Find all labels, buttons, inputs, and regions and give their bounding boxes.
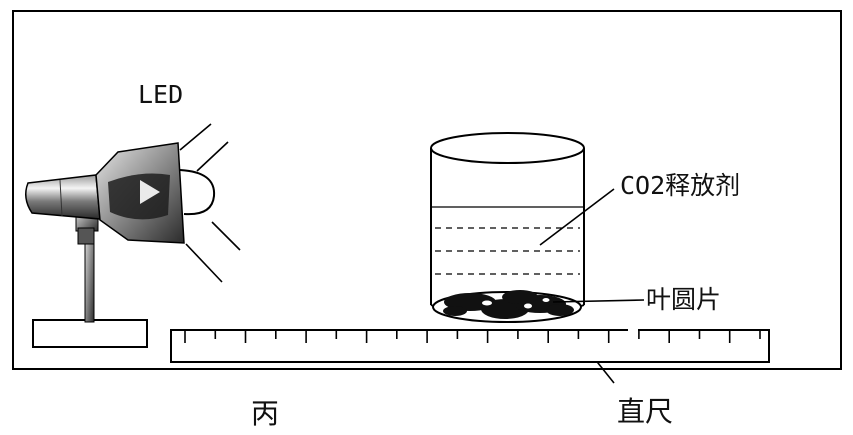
co2-leader-line [539,188,615,246]
leaf-leader-line [552,299,645,303]
light-ray [185,243,223,283]
co2-agent-label: CO2释放剂 [620,171,740,200]
lamp-handle [25,174,101,220]
ruler-body [170,329,770,363]
liquid-lines [431,206,584,275]
led-lamp [25,123,241,348]
beaker-rim [430,132,585,164]
group-label: 丙 [251,397,279,430]
light-ray [211,221,241,251]
frame-border [12,10,842,370]
leaf-disc-label: 叶圆片 [646,285,721,314]
ruler-ticks [184,330,761,343]
leaf-discs [443,290,574,319]
ruler [170,326,770,363]
lamp-base [32,319,148,348]
light-ray [179,123,212,151]
beaker [430,132,585,323]
light-ray [196,141,229,172]
led-bulb [179,169,216,216]
ruler-label: 直尺 [617,395,673,428]
led-label: LED [138,80,183,109]
